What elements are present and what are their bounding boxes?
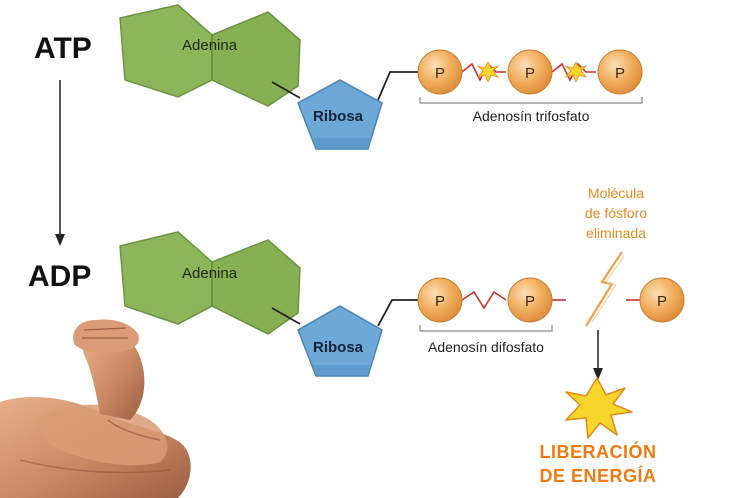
atp-adenine-ribose-bond	[271, 81, 301, 99]
adp-phosphate-2-label: P	[525, 293, 535, 310]
atp-adenine: Adenina	[119, 4, 301, 107]
lightning-bolt-icon	[585, 251, 625, 327]
energy-arrow	[593, 330, 603, 380]
adp-adenine-label: Adenina	[182, 265, 238, 282]
atp-phosphate-2: P	[507, 49, 553, 95]
adp-phosphate-1-label: P	[435, 293, 445, 310]
atp-ribose-phosphate-bond	[377, 71, 418, 101]
adp-ribose-phosphate-bond	[377, 299, 418, 327]
atp-to-adp-arrow	[55, 80, 65, 246]
atp-caption: Adenosín trifosfato	[473, 108, 590, 124]
released-phosphate-label: P	[657, 293, 667, 310]
adp-caption: Adenosín difosfato	[428, 339, 544, 355]
adp-bond-1	[461, 290, 507, 310]
spark-icon	[476, 61, 500, 84]
adp-phosphate-1: P	[417, 277, 463, 323]
adp-label: ADP	[28, 260, 91, 293]
atp-phosphate-1: P	[417, 49, 463, 95]
note-line-2: de fósforo	[585, 205, 647, 221]
note-line-1: Molécula	[588, 185, 644, 201]
atp-label: ATP	[34, 32, 92, 65]
removed-phosphate-note: Molécula de fósforo eliminada	[585, 185, 647, 241]
atp-ribose: Ribosa	[297, 79, 383, 150]
adp-bracket	[419, 325, 553, 332]
spark-star-icon	[565, 377, 633, 439]
adp-ribose-label: Ribosa	[313, 339, 364, 356]
atp-ribose-label: Ribosa	[313, 108, 364, 125]
spark-icon	[564, 61, 588, 84]
energy-line-2: DE ENERGÍA	[539, 465, 656, 486]
released-phosphate: P	[639, 277, 685, 323]
adp-ribose: Ribosa	[297, 305, 383, 377]
atp-phosphate-3-label: P	[615, 65, 625, 82]
adp-adenine-ribose-bond	[271, 307, 301, 325]
atp-adenine-label: Adenina	[182, 37, 238, 54]
flexed-arm-icon	[0, 319, 191, 498]
adp-adenine: Adenina	[119, 231, 301, 335]
atp-bracket	[419, 97, 643, 104]
adp-phosphate-2: P	[507, 277, 553, 323]
atp-phosphate-3: P	[597, 49, 643, 95]
atp-phosphate-1-label: P	[435, 65, 445, 82]
atp-phosphate-2-label: P	[525, 65, 535, 82]
note-line-3: eliminada	[586, 225, 646, 241]
energy-line-1: LIBERACIÓN	[540, 441, 657, 462]
